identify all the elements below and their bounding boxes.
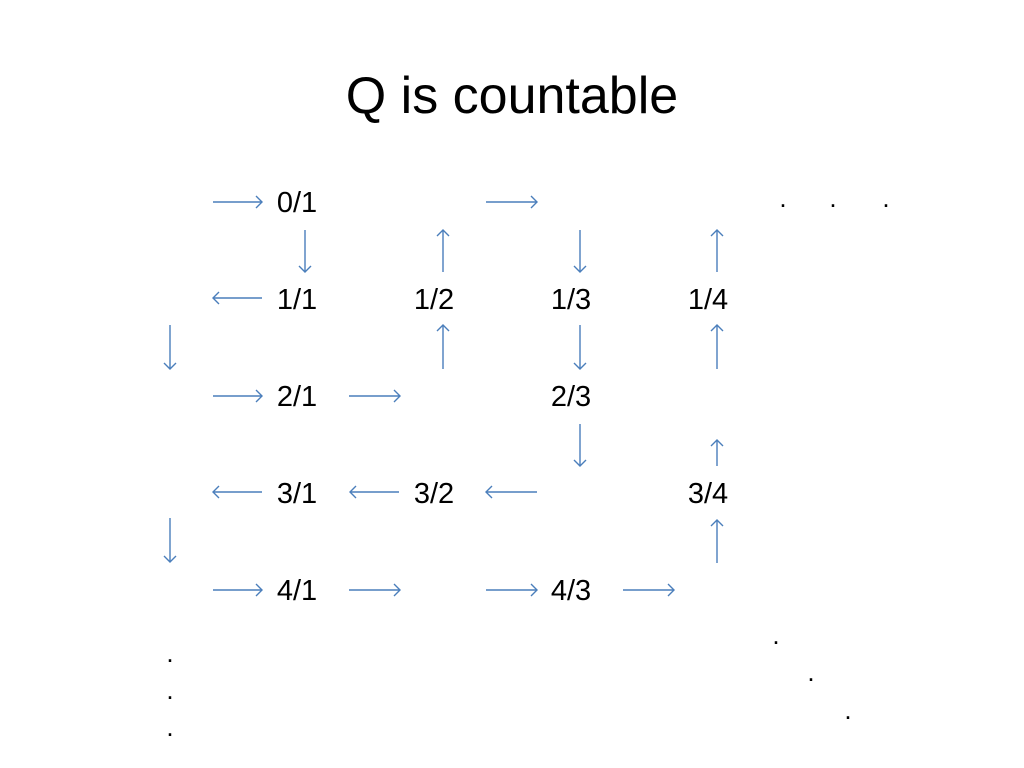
up-arrow [436, 229, 450, 272]
fraction-1-2: 1/2 [413, 284, 455, 316]
fraction-4-3: 4/3 [550, 575, 592, 607]
up-arrow [710, 324, 724, 369]
fraction-3-2: 3/2 [413, 478, 455, 510]
up-arrow [710, 229, 724, 272]
up-arrow [710, 439, 724, 466]
ellipsis-dot-column: . [166, 675, 174, 705]
down-arrow [573, 424, 587, 467]
right-arrow [349, 389, 401, 403]
fraction-1-4: 1/4 [687, 284, 729, 316]
slide-title: Q is countable [345, 67, 679, 125]
ellipsis-dot-diagonal: . [807, 657, 815, 687]
left-arrow [349, 485, 399, 499]
fraction-1-1: 1/1 [276, 284, 318, 316]
right-arrow [623, 583, 675, 597]
right-arrow [213, 583, 263, 597]
down-arrow [573, 325, 587, 370]
fraction-2-1: 2/1 [276, 381, 318, 413]
down-arrow [298, 230, 312, 273]
fraction-3-1: 3/1 [276, 478, 318, 510]
ellipsis-dot-column: . [166, 638, 174, 668]
left-arrow [485, 485, 537, 499]
right-arrow [486, 195, 538, 209]
down-arrow [163, 325, 177, 370]
ellipsis-dot-row: . [779, 183, 787, 213]
ellipsis-dot-row: . [882, 183, 890, 213]
right-arrow [213, 389, 263, 403]
up-arrow [436, 324, 450, 369]
ellipsis-dot-column: . [166, 712, 174, 742]
right-arrow [213, 195, 263, 209]
ellipsis-dot-row: . [829, 183, 837, 213]
ellipsis-dot-diagonal: . [844, 695, 852, 725]
fraction-2-3: 2/3 [550, 381, 592, 413]
fraction-0-1: 0/1 [276, 187, 318, 219]
down-arrow [163, 518, 177, 563]
left-arrow [212, 291, 262, 305]
ellipsis-dot-diagonal: . [772, 620, 780, 650]
right-arrow [486, 583, 538, 597]
fraction-1-3: 1/3 [550, 284, 592, 316]
down-arrow [573, 230, 587, 273]
up-arrow [710, 519, 724, 563]
right-arrow [349, 583, 401, 597]
left-arrow [212, 485, 262, 499]
fraction-4-1: 4/1 [276, 575, 318, 607]
fraction-3-4: 3/4 [687, 478, 729, 510]
